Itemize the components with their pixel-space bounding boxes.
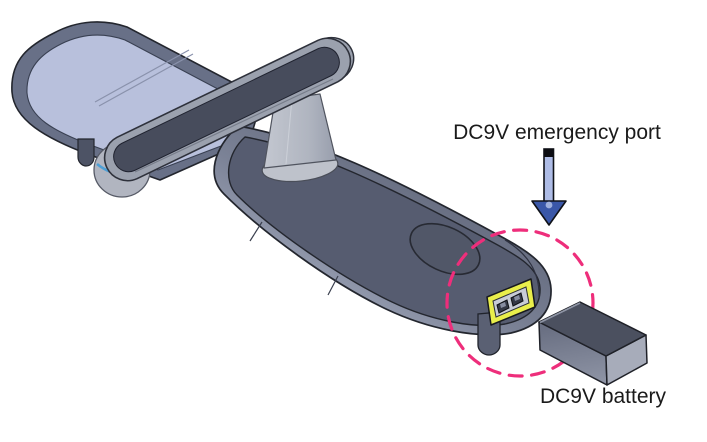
handle-post <box>261 93 339 183</box>
body-rim-seam <box>249 221 263 242</box>
arrow-cap <box>544 149 554 157</box>
arrow-tip-dot <box>545 201 553 209</box>
battery-bevel-edge <box>539 302 581 324</box>
body-end-seam <box>504 239 540 299</box>
handle-edge-line <box>134 78 334 173</box>
emergency-port-label: DC9V emergency port <box>453 121 661 144</box>
plate-peg <box>77 138 95 167</box>
arrow-head <box>531 200 567 226</box>
keypad-circle <box>409 222 481 276</box>
body-rim-seam <box>327 275 339 296</box>
handle-inset <box>113 46 340 173</box>
highlight-circle <box>445 228 595 378</box>
arrow-shaft <box>543 148 555 204</box>
post-highlight <box>285 97 293 165</box>
battery-label: DC9V battery <box>540 385 667 408</box>
body-inner-panel <box>227 136 541 327</box>
emergency-port <box>486 278 536 326</box>
battery-3d <box>538 301 648 386</box>
port-terminal-pin <box>500 302 506 308</box>
panel-seam-line <box>94 49 190 103</box>
panel-seam-line <box>98 53 194 107</box>
port-terminal-pin <box>514 295 520 301</box>
handle-lever <box>103 36 355 182</box>
down-arrow-icon <box>531 148 567 226</box>
